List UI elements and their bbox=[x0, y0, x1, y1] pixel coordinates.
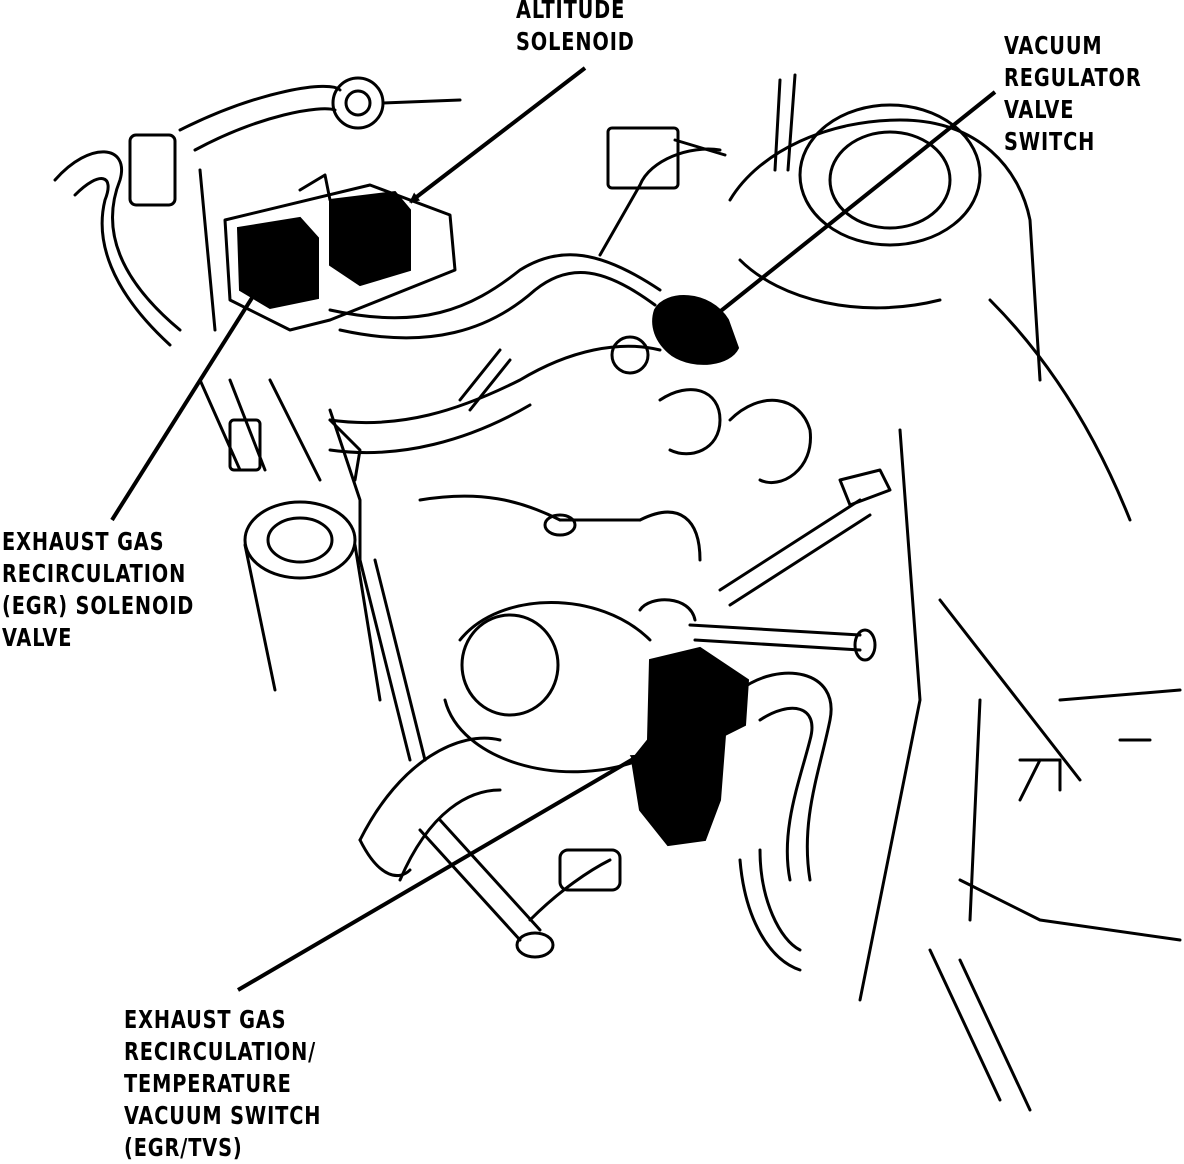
vacuum-regulator-valve-switch-label: VACUUM REGULATOR VALVE SWITCH bbox=[1004, 30, 1142, 158]
lower-right-hose bbox=[740, 673, 831, 970]
right-side-structure bbox=[860, 430, 1180, 1110]
lower-wires bbox=[200, 380, 360, 480]
upright-tube bbox=[245, 410, 425, 760]
altitude-solenoid-label: ALTITUDE SOLENOID bbox=[516, 0, 635, 58]
altitude-solenoid-shape bbox=[330, 192, 410, 285]
label-line: RECIRCULATION/ bbox=[124, 1037, 317, 1066]
lower-housing bbox=[445, 600, 875, 772]
label-line: VACUUM SWITCH bbox=[124, 1101, 322, 1130]
intake-manifold bbox=[330, 337, 890, 605]
label-line: VACUUM bbox=[1004, 31, 1103, 60]
egr-tvs-shape bbox=[632, 648, 748, 845]
egr-tvs-arrow bbox=[238, 755, 640, 990]
label-line: SWITCH bbox=[1004, 127, 1096, 156]
vacuum-hoses bbox=[330, 75, 795, 338]
label-line: EXHAUST GAS bbox=[124, 1005, 287, 1034]
lower-left-hose bbox=[360, 738, 620, 957]
egr-solenoid-arrow bbox=[112, 282, 262, 520]
egr-solenoid-valve-label: EXHAUST GAS RECIRCULATION (EGR) SOLENOID… bbox=[2, 526, 194, 654]
label-line: VALVE bbox=[1004, 95, 1075, 124]
air-cleaner-housing bbox=[730, 105, 1130, 520]
solenoid-bracket bbox=[225, 175, 455, 330]
label-line: VALVE bbox=[2, 623, 73, 652]
label-line: EXHAUST GAS bbox=[2, 527, 165, 556]
label-line: SOLENOID bbox=[516, 27, 635, 56]
upper-left-hoses bbox=[55, 78, 460, 345]
altitude-solenoid-arrow bbox=[410, 68, 585, 202]
egr-solenoid-valve-shape bbox=[238, 218, 318, 308]
vacuum-regulator-arrow bbox=[712, 92, 995, 318]
label-line: RECIRCULATION bbox=[2, 559, 187, 588]
egr-tvs-label: EXHAUST GAS RECIRCULATION/ TEMPERATURE V… bbox=[124, 1004, 321, 1164]
label-line: ALTITUDE bbox=[516, 0, 626, 24]
label-line: REGULATOR bbox=[1004, 63, 1142, 92]
label-line: (EGR/TVS) bbox=[124, 1133, 243, 1162]
label-line: (EGR) SOLENOID bbox=[2, 591, 195, 620]
label-line: TEMPERATURE bbox=[124, 1069, 292, 1098]
